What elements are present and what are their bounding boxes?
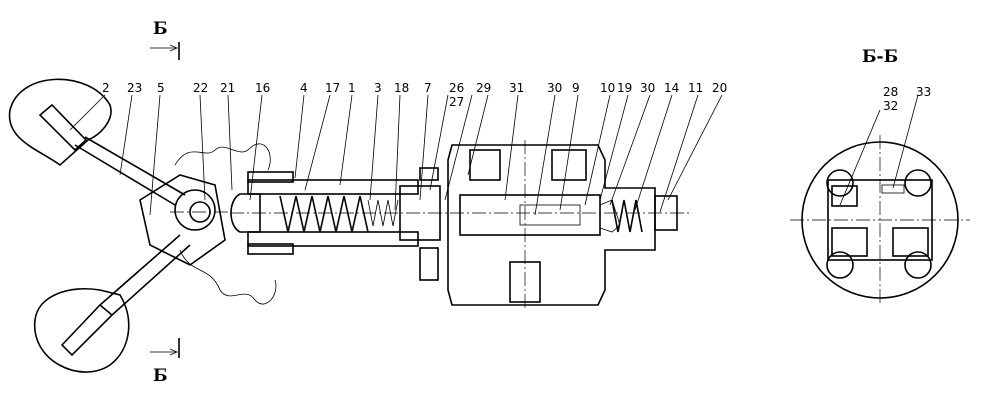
lever-lower [34, 234, 191, 373]
section-mark-top: Б [150, 19, 180, 60]
callout-label: 30 [547, 81, 562, 95]
view-callout-label: 33 [916, 85, 931, 99]
callout-label: 19 [617, 81, 632, 95]
callout-label: 10 [600, 81, 615, 95]
section-letter-top: Б [153, 19, 168, 39]
callout-label: 14 [664, 81, 679, 95]
spring-inner [367, 199, 399, 227]
valve-block [447, 140, 678, 310]
callout-label: 27 [449, 95, 464, 109]
callout-label: 2 [102, 81, 110, 95]
section-view-title: Б-Б [862, 47, 898, 67]
callout-label: 31 [509, 81, 524, 95]
callout-label: 26 [449, 81, 464, 95]
callout-label: 11 [688, 81, 703, 95]
callout-label: 4 [300, 81, 308, 95]
section-letter-bottom: Б [153, 366, 168, 386]
callout-label: 7 [424, 81, 432, 95]
callout-label: 3 [374, 81, 382, 95]
callout-label: 22 [193, 81, 208, 95]
callout-label: 29 [476, 81, 491, 95]
stem-flange [399, 167, 441, 281]
callout-label: 9 [572, 81, 580, 95]
callout-label: 30 [640, 81, 655, 95]
callout-label: 20 [712, 81, 727, 95]
view-callout-label: 32 [883, 99, 898, 113]
callout-label: 18 [394, 81, 409, 95]
callout-label: 16 [255, 81, 270, 95]
callout-label: 17 [325, 81, 340, 95]
bellows-boot [174, 143, 277, 305]
lever-upper [8, 78, 186, 206]
callout-label: 21 [220, 81, 235, 95]
pivot-hub [139, 174, 230, 266]
callout-label: 23 [127, 81, 142, 95]
housing-tube [230, 171, 419, 255]
callout-leaders [69, 94, 723, 216]
section-mark-bottom: Б [150, 338, 180, 386]
spring-outer [279, 195, 369, 233]
callout-labels: 2 23 5 22 21 16 4 17 1 3 18 7 26 27 29 3… [102, 81, 727, 109]
callout-label: 1 [348, 81, 356, 95]
callout-label: 5 [157, 81, 165, 95]
section-view: Б-Б 28 32 33 [790, 47, 970, 305]
view-callout-label: 28 [883, 85, 898, 99]
